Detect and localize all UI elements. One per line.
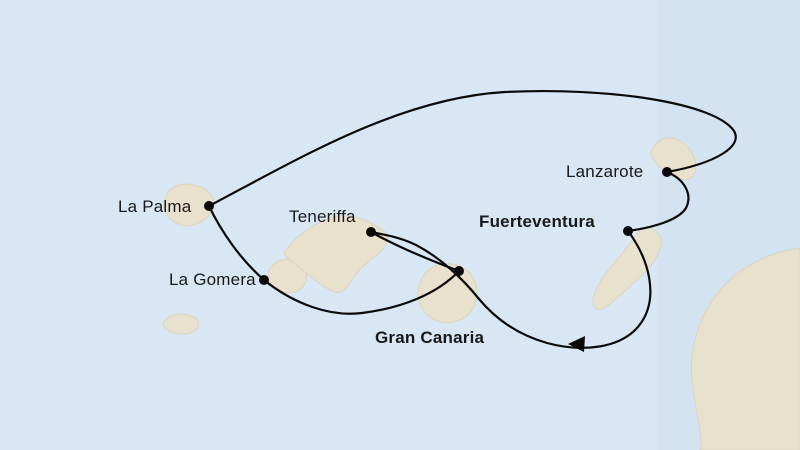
africa-coast [690, 247, 800, 450]
route-markers [204, 167, 672, 352]
port-dot-la-gomera [259, 275, 269, 285]
port-label-teneriffa: Teneriffa [289, 207, 356, 226]
port-dot-lanzarote [662, 167, 672, 177]
island-el-hierro [162, 313, 200, 335]
port-label-la-gomera: La Gomera [169, 270, 256, 289]
route-leg-la-gomera-gran-canaria [262, 269, 461, 315]
port-dot-fuerteventura [623, 226, 633, 236]
route-leg-la-palma-la-gomera [207, 204, 266, 282]
route-direction-arrow-icon [568, 336, 585, 352]
island-teneriffa [283, 215, 388, 293]
port-label-la-palma: La Palma [118, 197, 192, 216]
port-dot-la-palma [204, 201, 214, 211]
port-label-gran-canaria: Gran Canaria [375, 328, 485, 347]
landmasses [162, 137, 800, 450]
island-gran-canaria [417, 263, 478, 324]
route-leg-fuerteventura-teneriffa [369, 229, 652, 349]
port-dot-gran-canaria [454, 266, 464, 276]
port-dot-teneriffa [366, 227, 376, 237]
route-lines [207, 89, 737, 349]
port-label-lanzarote: Lanzarote [566, 162, 644, 181]
route-leg-lanzarote-fuerteventura [626, 170, 690, 233]
island-la-palma [163, 183, 215, 227]
port-label-fuerteventura: Fuerteventura [479, 212, 595, 231]
island-fuerteventura [592, 227, 662, 310]
route-leg-la-palma-lanzarote [207, 89, 737, 208]
route-leg-teneriffa-gran-canaria [369, 230, 461, 273]
